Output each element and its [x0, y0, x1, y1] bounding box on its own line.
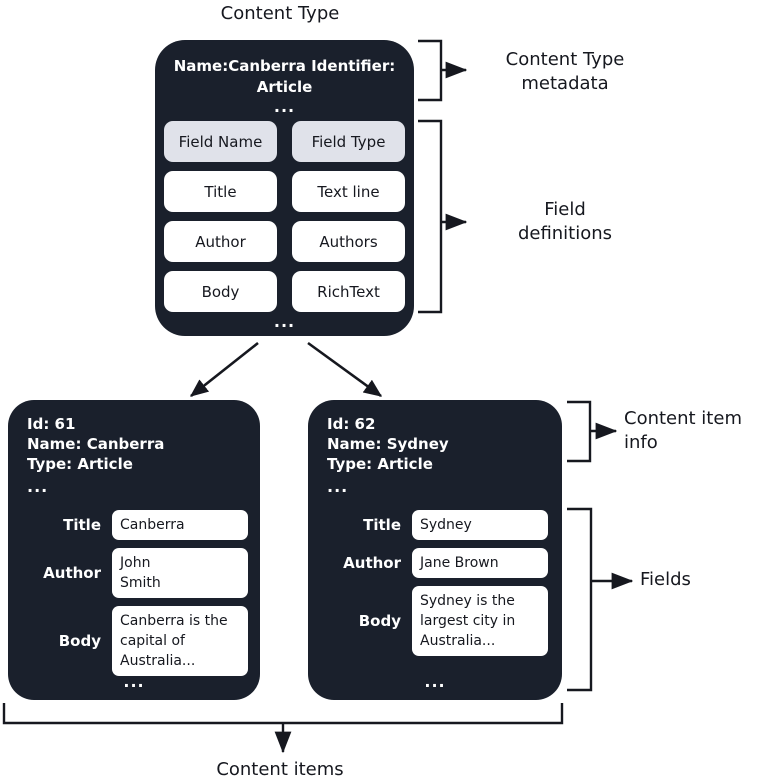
field-definition-name-body[interactable]: Body [164, 271, 277, 312]
page-title-content-items: Content items [216, 759, 344, 780]
content-item-61-row-author: Author John Smith [20, 548, 248, 598]
bracket-content-item-info [567, 400, 618, 463]
field-definition-name-author[interactable]: Author [164, 221, 277, 262]
content-item-61-value-body[interactable]: Canberra is the capital of Australia... [112, 606, 248, 676]
content-type-bottom-ellipsis: ... [273, 312, 296, 331]
content-item-61-row-body: Body Canberra is the capital of Australi… [20, 606, 248, 676]
content-item-card-61: Id: 61 Name: Canberra Type: Article ... … [8, 400, 260, 700]
content-item-62-info-ellipsis: ... [327, 477, 349, 496]
content-item-61-value-title[interactable]: Canberra [112, 510, 248, 540]
content-item-62-info: Id: 62 Name: Sydney Type: Article [327, 415, 449, 473]
field-definitions-table: Field Name Field Type Title Text line Au… [164, 121, 405, 312]
bracket-content-items [2, 703, 564, 754]
content-item-62-label-body: Body [358, 612, 401, 630]
field-definition-type-title[interactable]: Text line [292, 171, 405, 212]
bracket-field-definitions [418, 119, 468, 314]
content-type-metadata-ellipsis: ... [273, 97, 296, 116]
content-item-61-info: Id: 61 Name: Canberra Type: Article [27, 415, 165, 473]
content-item-62-row-body: Body Sydney is the largest city in Austr… [320, 586, 548, 656]
content-item-card-62: Id: 62 Name: Sydney Type: Article ... Ti… [308, 400, 562, 700]
content-item-62-label-title: Title [363, 516, 401, 534]
content-item-62-value-body[interactable]: Sydney is the largest city in Australia.… [412, 586, 548, 656]
label-field-definitions: Field definitions [517, 199, 613, 244]
label-content-item-info: Content item info [624, 408, 742, 453]
content-item-61-fields: Title Canberra Author John Smith Body Ca… [20, 510, 248, 684]
content-item-61-info-ellipsis: ... [27, 477, 49, 496]
content-type-metadata-text: Name:Canberra Identifier: Article [173, 57, 396, 96]
content-item-62-row-author: Author Jane Brown [320, 548, 548, 578]
field-definition-type-body[interactable]: RichText [292, 271, 405, 312]
field-definition-type-author[interactable]: Authors [292, 221, 405, 262]
content-item-61-bottom-ellipsis: ... [123, 672, 145, 691]
content-type-card: Name:Canberra Identifier: Article ... Fi… [155, 40, 414, 336]
page-title-content-type: Content Type [220, 3, 340, 24]
content-item-62-bottom-ellipsis: ... [424, 672, 446, 691]
content-item-61-label-body: Body [58, 632, 101, 650]
content-item-62-row-title: Title Sydney [320, 510, 548, 540]
content-item-62-label-author: Author [343, 554, 401, 572]
field-definitions-header-field-type: Field Type [292, 121, 405, 162]
field-definition-name-title[interactable]: Title [164, 171, 277, 212]
arrow-content-type-to-item-61 [189, 341, 259, 398]
label-fields: Fields [640, 569, 691, 590]
content-item-61-label-author: Author [43, 564, 101, 582]
content-item-62-value-title[interactable]: Sydney [412, 510, 548, 540]
arrow-content-type-to-item-62 [307, 341, 383, 398]
bracket-fields [567, 507, 634, 692]
field-definitions-header-field-name: Field Name [164, 121, 277, 162]
bracket-content-type-metadata [418, 39, 468, 102]
content-item-61-label-title: Title [63, 516, 101, 534]
content-item-61-value-author[interactable]: John Smith [112, 548, 248, 598]
content-item-62-fields: Title Sydney Author Jane Brown Body Sydn… [320, 510, 548, 664]
content-item-61-row-title: Title Canberra [20, 510, 248, 540]
content-item-62-value-author[interactable]: Jane Brown [412, 548, 548, 578]
label-content-type-metadata: Content Type metadata [505, 49, 625, 94]
